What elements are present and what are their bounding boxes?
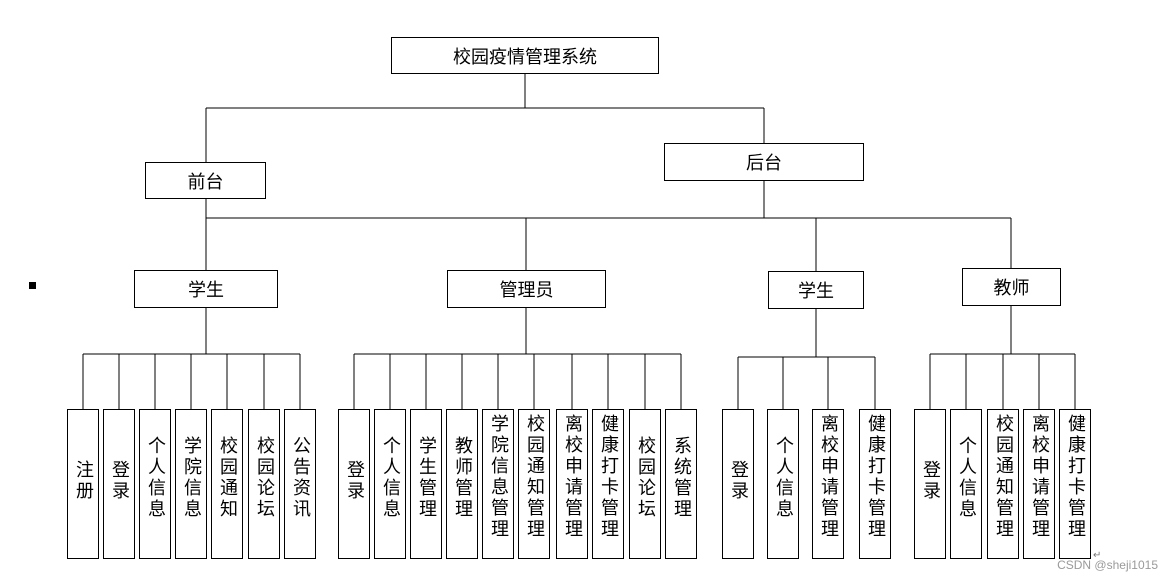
teacher-leaf: 登录 — [914, 409, 946, 559]
teacher-leaf-label: 登录 — [920, 460, 941, 502]
admin-leaf: 离校申请管理 — [556, 409, 588, 559]
front-student-label: 学生 — [188, 280, 224, 301]
teacher-leaf: 健康打卡管理 — [1059, 409, 1091, 559]
admin-leaf: 校园论坛 — [629, 409, 661, 559]
root-title: 校园疫情管理系统 — [453, 46, 597, 68]
return-mark: ↵ — [1093, 550, 1102, 561]
admin-leaf-label: 健康打卡管理 — [598, 414, 619, 540]
admin-leaf-label: 校园论坛 — [635, 436, 656, 520]
admin-leaf-label: 系统管理 — [671, 436, 692, 520]
admin-leaf: 健康打卡管理 — [592, 409, 624, 559]
front-student-leaf: 公告资讯 — [284, 409, 316, 559]
admin-leaf: 登录 — [338, 409, 370, 559]
admin-leaf-label: 个人信息 — [380, 436, 401, 520]
watermark-text: CSDN @sheji1015 — [1057, 558, 1158, 572]
admin-leaf: 教师管理 — [446, 409, 478, 559]
back-student-leaf-label: 个人信息 — [773, 436, 794, 520]
teacher-leaf-label: 校园通知管理 — [993, 414, 1014, 540]
teacher-leaf: 个人信息 — [950, 409, 982, 559]
back-student-leaf: 离校申请管理 — [812, 409, 844, 559]
back-label: 后台 — [746, 153, 782, 174]
back-student-leaf: 登录 — [722, 409, 754, 559]
bullet-marker — [29, 282, 36, 289]
admin-leaf: 系统管理 — [665, 409, 697, 559]
back-node: 后台 — [664, 143, 864, 181]
teacher-node: 教师 — [962, 268, 1061, 306]
front-student-leaf-label: 校园论坛 — [254, 436, 275, 520]
admin-leaf: 学院信息管理 — [482, 409, 514, 559]
admin-leaf: 校园通知管理 — [518, 409, 550, 559]
front-student-node: 学生 — [134, 270, 278, 308]
admin-leaf-label: 教师管理 — [452, 436, 473, 520]
teacher-label: 教师 — [993, 278, 1030, 299]
front-node: 前台 — [145, 162, 266, 199]
back-student-leaf-label: 离校申请管理 — [818, 414, 839, 540]
back-student-leaf-label: 登录 — [728, 460, 749, 502]
front-student-leaf-label: 公告资讯 — [290, 436, 311, 520]
back-student-leaf-label: 健康打卡管理 — [865, 414, 886, 540]
teacher-leaf: 校园通知管理 — [987, 409, 1019, 559]
front-student-leaf-label: 校园通知 — [217, 436, 238, 520]
admin-leaf: 学生管理 — [410, 409, 442, 559]
front-student-leaf-label: 注册 — [73, 460, 94, 502]
front-student-leaf-label: 个人信息 — [145, 436, 166, 520]
admin-leaf-label: 离校申请管理 — [562, 414, 583, 540]
back-student-node: 学生 — [768, 271, 864, 309]
front-student-leaf: 个人信息 — [139, 409, 171, 559]
admin-leaf-label: 校园通知管理 — [524, 414, 545, 540]
front-student-leaf-label: 登录 — [109, 460, 130, 502]
admin-node: 管理员 — [447, 270, 606, 308]
back-student-leaf: 健康打卡管理 — [859, 409, 891, 559]
admin-leaf-label: 学院信息管理 — [488, 414, 509, 540]
front-student-leaf: 学院信息 — [175, 409, 207, 559]
back-student-leaf: 个人信息 — [767, 409, 799, 559]
teacher-leaf-label: 离校申请管理 — [1029, 414, 1050, 540]
teacher-leaf: 离校申请管理 — [1023, 409, 1055, 559]
teacher-leaf-label: 健康打卡管理 — [1065, 414, 1086, 540]
front-student-leaf: 校园论坛 — [248, 409, 280, 559]
front-student-leaf: 注册 — [67, 409, 99, 559]
front-student-leaf: 校园通知 — [211, 409, 243, 559]
admin-leaf: 个人信息 — [374, 409, 406, 559]
front-student-leaf: 登录 — [103, 409, 135, 559]
back-student-label: 学生 — [798, 281, 834, 302]
teacher-leaf-label: 个人信息 — [956, 436, 977, 520]
admin-leaf-label: 学生管理 — [416, 436, 437, 520]
admin-leaf-label: 登录 — [344, 460, 365, 502]
root-node: 校园疫情管理系统 — [391, 37, 659, 74]
front-label: 前台 — [187, 171, 224, 193]
admin-label: 管理员 — [499, 280, 554, 301]
front-student-leaf-label: 学院信息 — [181, 436, 202, 520]
